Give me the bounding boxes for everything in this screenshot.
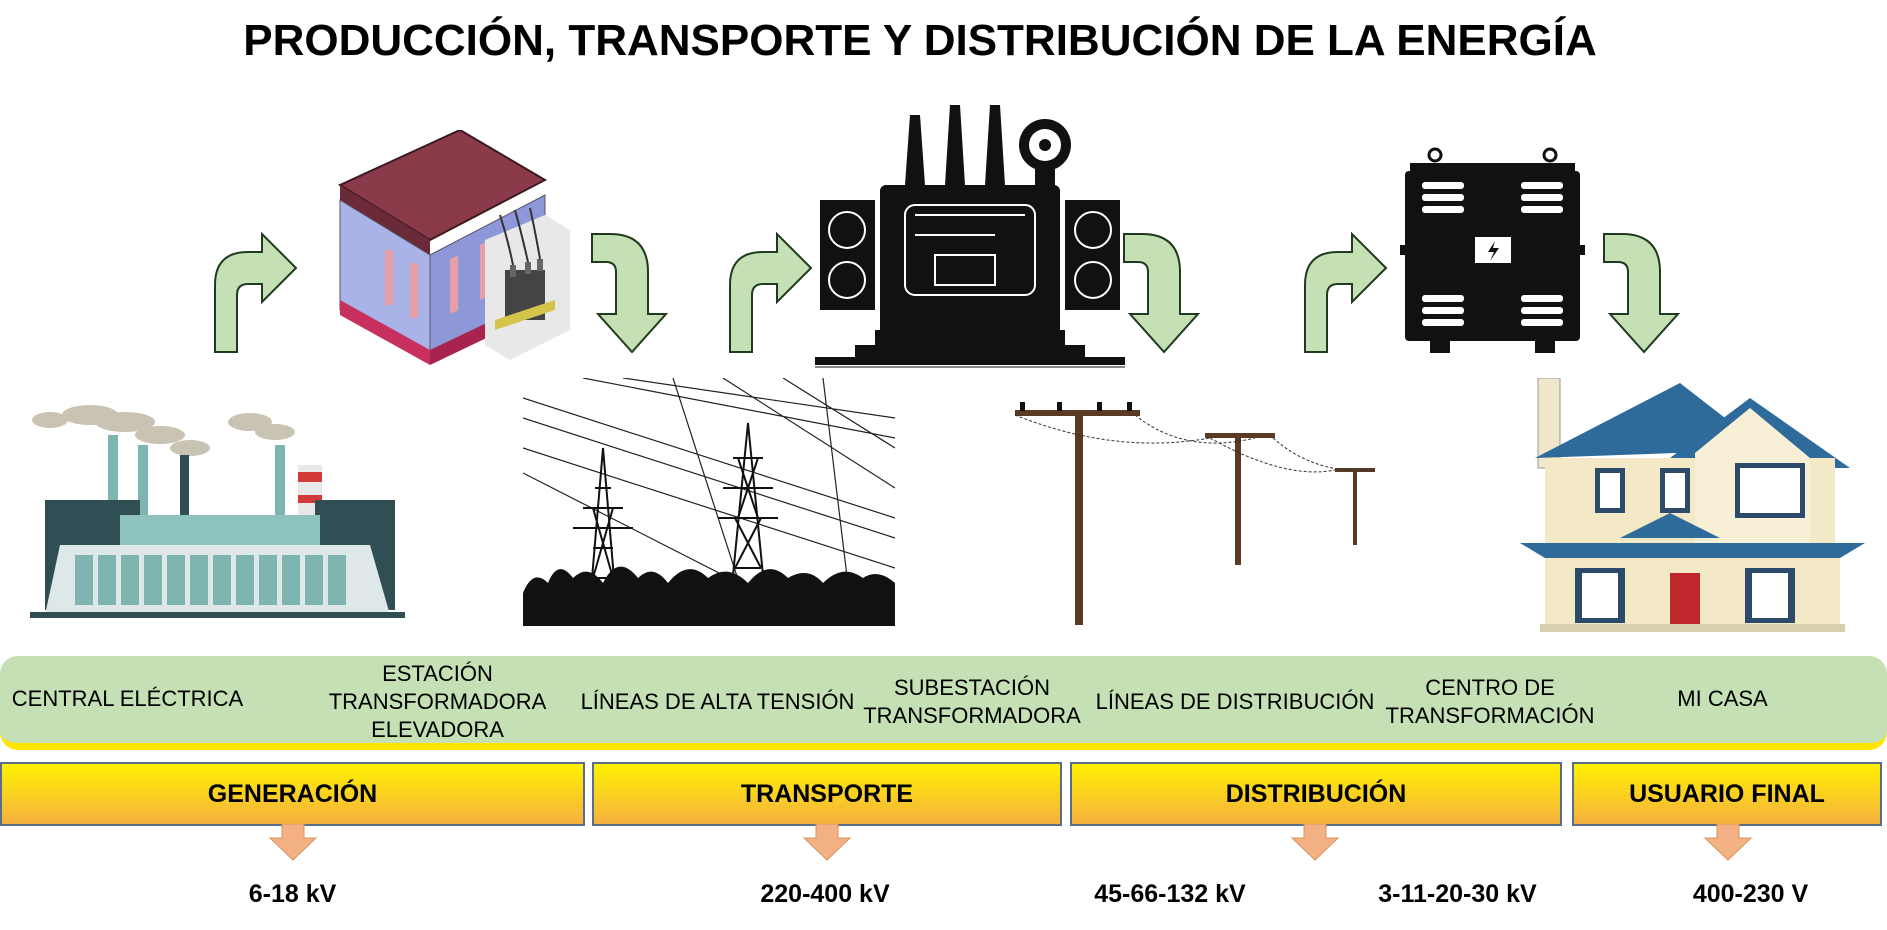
step-label-estacion-transformadora: ESTACIÓN TRANSFORMADORA ELEVADORA [328,661,547,742]
flow-arrow-up-right-1 [214,231,298,353]
page-title: PRODUCCIÓN, TRANSPORTE Y DISTRIBUCIÓN DE… [243,16,1597,65]
utility-poles-icon [1015,402,1375,625]
voltage-generacion: 6-18 kV [248,880,337,908]
house-icon [1520,378,1865,632]
flow-arrow-up-right-2 [729,231,813,353]
phase-distribucion: DISTRIBUCIÓN [1070,762,1562,826]
down-arrow-icon [1703,824,1753,861]
down-arrow-icon [802,824,852,861]
flow-arrow-right-down-3 [1603,233,1681,354]
step-label-central-electrica: CENTRAL ELÉCTRICA [11,686,244,711]
step-label-lineas-alta-tension: LÍNEAS DE ALTA TENSIÓN [580,689,855,714]
power-plant-icon [30,405,405,618]
flow-arrow-right-down-1 [591,233,669,354]
flow-arrow-right-down-2 [1123,233,1201,354]
voltage-usuario-final: 400-230 V [1692,880,1809,908]
phase-label: TRANSPORTE [740,779,914,808]
transformer-icon [815,105,1125,368]
down-arrow-icon [1290,824,1340,861]
phase-generacion: GENERACIÓN [0,762,585,826]
distribution-transformer-icon [1400,147,1585,353]
down-arrow-icon [268,824,318,861]
step-label-subestacion-transformadora: SUBESTACIÓN TRANSFORMADORA [863,675,1081,728]
step-label-mi-casa: MI CASA [1677,686,1768,711]
step-label-lineas-distribucion: LÍNEAS DE DISTRIBUCIÓN [1095,689,1375,714]
flow-arrow-up-right-3 [1304,231,1388,353]
phase-transporte: TRANSPORTE [592,762,1062,826]
voltage-transporte: 220-400 kV [760,880,890,908]
phase-label: GENERACIÓN [207,779,378,808]
phase-usuario-final: USUARIO FINAL [1572,762,1882,826]
steps-band [0,656,1887,750]
high-voltage-towers-icon [523,378,895,626]
voltage-distribucion-media: 3-11-20-30 kV [1378,880,1537,908]
step-up-substation-icon [337,130,570,365]
phase-label: USUARIO FINAL [1629,779,1825,808]
phase-label: DISTRIBUCIÓN [1225,779,1407,808]
voltage-distribucion-alta: 45-66-132 kV [1094,880,1246,908]
step-label-centro-transformacion: CENTRO DE TRANSFORMACIÓN [1385,675,1595,728]
